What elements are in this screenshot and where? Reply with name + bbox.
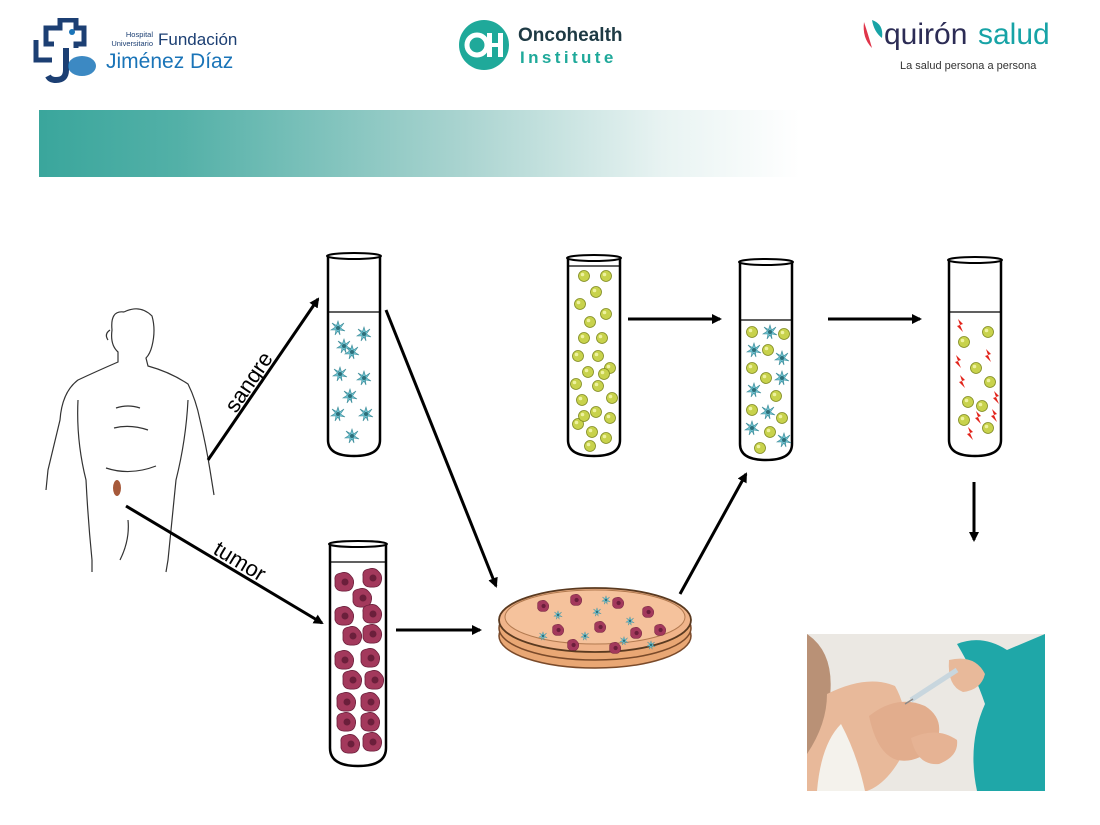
oncohealth-logo: Oncohealth Institute xyxy=(456,16,656,76)
label-tumor: tumor xyxy=(209,536,270,586)
tube-coculture xyxy=(738,258,794,462)
oh-circle-icon xyxy=(459,20,509,70)
quiron-tagline: La salud persona a persona xyxy=(900,60,1037,72)
tube-activated-lymphocytes xyxy=(947,256,1003,458)
salud-wordmark: salud xyxy=(978,18,1050,51)
arrow-body-to-tumor xyxy=(125,504,324,625)
tube-tumor-cells xyxy=(328,540,388,768)
human-figure xyxy=(45,308,215,573)
hjd-small-text: Hospital Universitario xyxy=(111,30,153,48)
title-banner xyxy=(39,110,800,177)
tumor-site xyxy=(113,480,121,496)
arrow-body-to-blood xyxy=(206,297,320,461)
leaf-icon xyxy=(863,20,883,48)
oncohealth-name: Oncohealth xyxy=(518,25,623,46)
label-sangre: sangre xyxy=(219,347,277,417)
quiron-wordmark: quirón xyxy=(884,18,968,51)
tube-blood-dendritic-cells xyxy=(326,252,382,458)
arrow-blood-to-dish xyxy=(384,309,498,588)
vaccination-illustration xyxy=(807,634,1045,791)
hospital-cross-icon xyxy=(33,17,96,84)
hjd-name-line2: Jiménez Díaz xyxy=(106,50,234,73)
oncohealth-subtitle: Institute xyxy=(520,48,617,67)
injection-photo xyxy=(807,634,1045,791)
hjd-name-line1: Fundación xyxy=(158,30,238,49)
hjd-logo: Hospital Universitario Fundación Jiménez… xyxy=(32,17,262,84)
culture-dish xyxy=(498,587,692,669)
quironsalud-logo: quirón salud La salud persona a persona xyxy=(860,16,1070,78)
arrow-dish-to-coculture xyxy=(678,472,748,595)
tube-lymphocytes xyxy=(566,254,622,458)
